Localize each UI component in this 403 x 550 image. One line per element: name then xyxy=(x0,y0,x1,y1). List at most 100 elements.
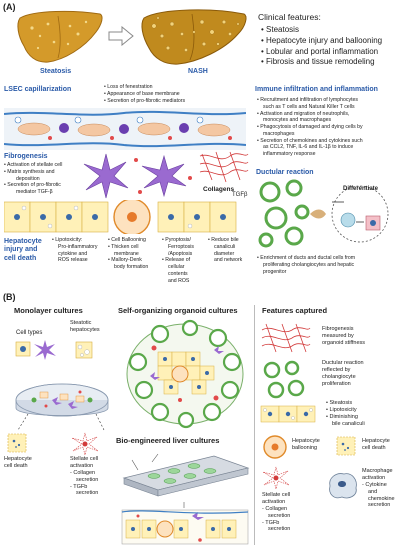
ballooning-list: Cell Ballooning Thicken cell membrane Ma… xyxy=(108,237,148,271)
immune-item: as CCL2, TNF, IL-6 and IL-1β to induce xyxy=(263,144,354,151)
stellate-feat-line: - Collagen xyxy=(262,505,288,512)
immune-item: Activation and migration of neutrophils, xyxy=(257,111,363,118)
fibro-item: Activation of stellate cell xyxy=(4,162,62,169)
lipotox-item: cytokine and xyxy=(58,250,88,257)
hep-celldeath-line: Hepatocyte xyxy=(362,438,390,444)
ballooning-item: body formation xyxy=(114,264,149,270)
steatotic-line: Steatotic xyxy=(70,320,92,326)
stellate-activation-icon xyxy=(71,432,99,456)
progression-arrow-icon xyxy=(108,26,134,46)
ductular-feature-icon xyxy=(263,360,305,399)
hep-death-line: Hepatocyte xyxy=(4,456,32,462)
bioengineered-title: Bio-engineered liver cultures xyxy=(116,436,220,445)
features-divider xyxy=(254,305,255,545)
lsec-title: LSEC capillarization xyxy=(4,86,72,93)
bile-item: canaliculi xyxy=(214,243,236,250)
stellate-line: Stellate cell xyxy=(70,456,99,462)
fibrogenesis-feature-label: Fibrogenesis measured by organoid stiffn… xyxy=(322,326,365,347)
cell-types-label: Cell types xyxy=(16,330,43,336)
immune-item: Phagocytosis of damaged and dying cells … xyxy=(257,124,362,131)
differentiate-label: Differentiate xyxy=(343,186,379,192)
clinical-item: Lobular and portal inflammation xyxy=(261,47,382,58)
hep-death-line: cell death xyxy=(4,462,28,469)
ductular-reflect-line: proliferation xyxy=(322,380,351,387)
steat-item: Lipotoxicity xyxy=(326,407,365,414)
hep-title-line: Hepatocyte xyxy=(4,238,42,245)
organoid-illustration xyxy=(126,319,244,429)
stellate-feat-line: secretion xyxy=(268,526,291,533)
features-title: Features captured xyxy=(262,306,328,315)
bioengineered-chip-illustration xyxy=(121,453,250,545)
collagens-label: Collagens xyxy=(203,186,235,193)
ductular-reaction-illustration xyxy=(258,179,389,248)
tgfb-label: TGFβ xyxy=(232,192,248,198)
bile-item: Reduce bile xyxy=(208,237,242,244)
panel-a-label: (A) xyxy=(3,2,16,12)
hep-balloon-line: Hepatocyte xyxy=(292,438,320,444)
stellate-feature-label: Stellate cell activation - Collagen secr… xyxy=(262,492,290,533)
immune-title: Immune infiltration and inflammation xyxy=(255,86,378,93)
steatotic-hepatocytes-label: Steatotic hepatocytes xyxy=(70,320,100,334)
steatosis-liver-illustration xyxy=(17,10,103,63)
ductular-feature-label: Ductular reaction reflected by cholangio… xyxy=(322,360,364,388)
pyroptosis-item: /Apoptosis xyxy=(168,250,193,257)
clinical-item: Fibrosis and tissue remodeling xyxy=(261,57,382,68)
ballooning-item: Thicken cell xyxy=(108,244,148,251)
lipotox-item: Pro-inflammatory xyxy=(58,243,98,250)
lipotoxicity-list: Lipotoxicity: Pro-inflammatory cytokine … xyxy=(52,237,98,264)
hep-title-line: cell death xyxy=(4,254,37,262)
nash-label: NASH xyxy=(188,68,208,75)
ductular-item: Enrichment of ducts and ductal cells fro… xyxy=(257,255,355,262)
lipotox-item: Lipotoxicity: xyxy=(52,237,98,244)
hep-balloon-line: ballooning xyxy=(292,444,318,451)
clinical-item: Steatosis xyxy=(261,25,382,36)
lsec-list: Loss of fenestration Appearance of base … xyxy=(104,84,185,104)
fibro-item: deposition xyxy=(16,175,40,182)
steatosis-label: Steatosis xyxy=(40,68,72,75)
panel-b-label: (B) xyxy=(3,292,16,302)
steatotic-line: hepatocytes xyxy=(70,326,100,333)
macrophage-line: and xyxy=(368,488,378,495)
bile-item: diameter xyxy=(214,250,235,257)
ballooning-item: Mallory-Denk xyxy=(108,257,148,264)
lsec-endothelium-illustration xyxy=(4,108,246,150)
macrophage-line: Macrophage xyxy=(362,468,393,474)
clinical-item: Hepatocyte injury and ballooning xyxy=(261,36,382,47)
mono-stellate-activation-label: Stellate cell activation - Collagen secr… xyxy=(70,456,98,497)
hepatocyte-ballooning-label: Hepatocyte ballooning xyxy=(292,438,320,452)
fibro-measure-line: Fibrogenesis xyxy=(322,326,354,332)
hepatocyte-row-illustration xyxy=(4,200,237,234)
ductular-item: proliferating cholangiocytes and hepatic xyxy=(263,261,355,268)
stellate-line: secretion xyxy=(76,476,99,483)
stellate-line: - Collagen xyxy=(70,469,96,476)
fibro-item: mediator TGF-β xyxy=(16,189,53,195)
organoid-title: Self-organizing organoid cultures xyxy=(118,306,238,315)
macrophage-line: secretion xyxy=(368,502,391,509)
ballooning-item: membrane xyxy=(114,250,139,257)
fibro-item: Matrix synthesis and xyxy=(4,169,62,176)
macrophage-icon xyxy=(329,473,357,499)
clinical-features-title: Clinical features: xyxy=(258,12,321,22)
monolayer-cells-illustration xyxy=(15,340,109,431)
bile-list: Reduce bile canaliculi diameter and netw… xyxy=(208,237,242,264)
lipotox-item: ROS release xyxy=(58,257,88,264)
macrophage-line: - Cytokine xyxy=(362,481,387,488)
ductular-list: Enrichment of ducts and ductal cells fro… xyxy=(257,255,355,275)
macrophage-label: Macrophage activation - Cytokine and che… xyxy=(362,468,395,509)
fibro-measure-line: measured by xyxy=(322,332,354,339)
stellate-feat-line: - TGFb xyxy=(262,519,280,526)
stellate-feat-line: activation xyxy=(262,498,286,505)
immune-list: Recruitment and infiltration of lymphocy… xyxy=(257,97,363,158)
hepatocyte-ballooning-icon xyxy=(263,435,287,459)
immune-item: monocytes and macrophages xyxy=(263,117,332,124)
pyroptosis-item: Release of xyxy=(162,257,194,264)
steatosis-feature-list: Steatosis Lipotoxicity Diminishing bile … xyxy=(326,400,365,429)
pyroptosis-item: and ROS xyxy=(168,277,190,284)
immune-item: macrophages xyxy=(263,130,295,137)
ductular-reflect-line: cholangiocyte xyxy=(322,373,356,380)
stellate-line: activation xyxy=(70,462,94,469)
fibrogenesis-feature-icon xyxy=(261,323,311,353)
immune-item: Recruitment and infiltration of lymphocy… xyxy=(257,97,363,104)
hepatocyte-celldeath-label: Hepatocyte cell death xyxy=(362,438,390,452)
hepatocyte-celldeath-icon xyxy=(336,436,356,456)
